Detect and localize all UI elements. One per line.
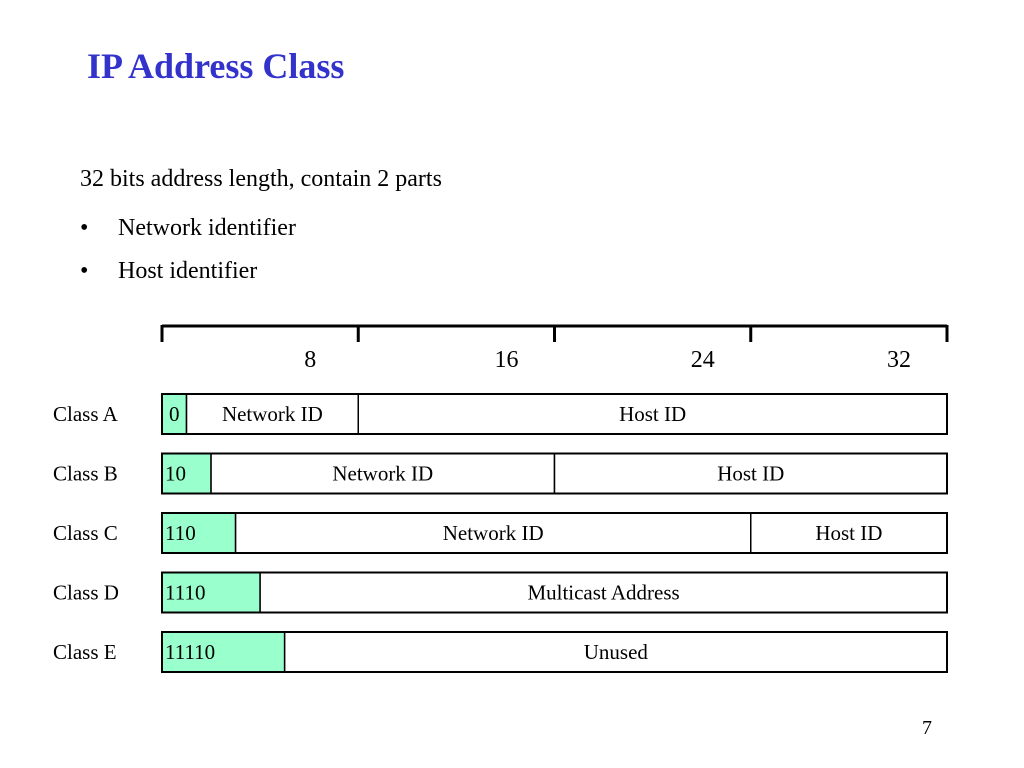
- class-prefix-label: 0: [169, 402, 180, 426]
- bullet-text: Host identifier: [118, 258, 258, 284]
- class-label: Class C: [53, 521, 118, 545]
- bit-scale-label: 24: [691, 347, 715, 373]
- bullet-network-identifier: • Network identifier: [80, 213, 296, 243]
- class-label: Class E: [53, 640, 117, 664]
- class-label: Class A: [53, 402, 119, 426]
- intro-text: 32 bits address length, contain 2 parts: [80, 166, 442, 192]
- address-field-label: Unused: [584, 640, 649, 664]
- class-prefix-label: 10: [165, 462, 186, 486]
- bullet-host-identifier: • Host identifier: [80, 256, 257, 286]
- address-field-label: Multicast Address: [527, 581, 679, 605]
- bullet-dot-icon: •: [80, 258, 89, 284]
- class-row-frame: [161, 631, 948, 673]
- class-prefix-bits: [161, 631, 286, 673]
- bit-scale-label: 32: [887, 347, 911, 373]
- address-field: [185, 393, 359, 435]
- class-label: Class B: [53, 462, 118, 486]
- bit-scale-label: 8: [304, 347, 316, 373]
- class-row-frame: [161, 571, 948, 614]
- address-field-label: Host ID: [815, 521, 882, 545]
- bullet-dot-icon: •: [80, 215, 89, 241]
- class-prefix-label: 1110: [165, 581, 205, 605]
- page-number: 7: [922, 717, 932, 739]
- address-field: [234, 512, 752, 554]
- class-label: Class D: [53, 581, 119, 605]
- address-field-label: Host ID: [619, 402, 686, 426]
- class-prefix-label: 110: [165, 521, 196, 545]
- address-field-label: Network ID: [332, 462, 433, 486]
- address-field-label: Host ID: [717, 462, 784, 486]
- address-field: [283, 631, 948, 673]
- slide-title: IP Address Class: [87, 46, 345, 86]
- address-field-label: Network ID: [443, 521, 544, 545]
- bit-scale-label: 16: [495, 347, 519, 373]
- class-prefix-label: 11110: [165, 640, 215, 664]
- class-row-frame: [161, 512, 948, 554]
- address-field-label: Network ID: [222, 402, 323, 426]
- bullet-text: Network identifier: [118, 215, 296, 241]
- class-row-frame: [161, 393, 948, 435]
- class-row-frame: [161, 452, 948, 495]
- address-field: [357, 393, 948, 435]
